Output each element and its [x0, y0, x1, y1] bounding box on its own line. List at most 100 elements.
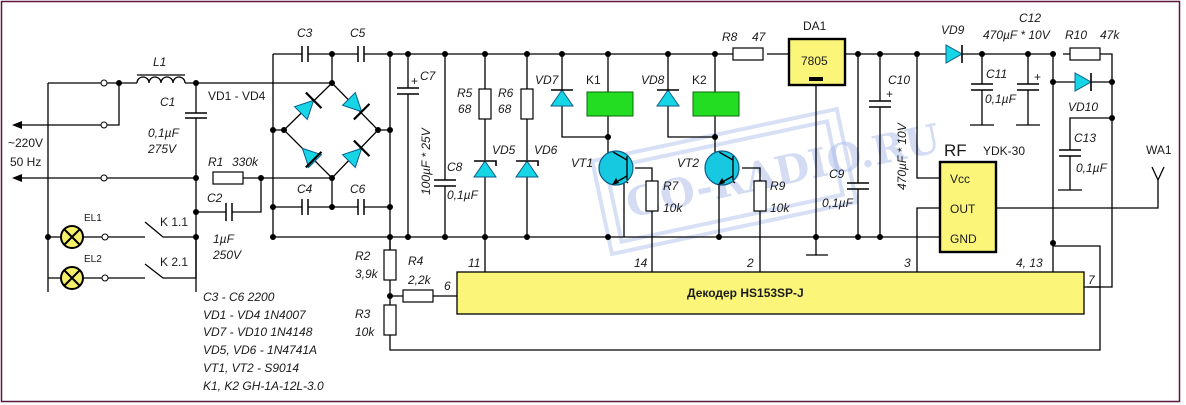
mains-input: ~220V 50 Hz	[8, 79, 196, 292]
rf-pin-gnd: GND	[950, 232, 977, 246]
r1-value: 330k	[232, 155, 259, 169]
c4-label: C4	[297, 182, 313, 196]
r8-value: 47	[752, 30, 767, 44]
r2-label: R2	[355, 249, 371, 263]
decoder-label: Декодер HS153SP-J	[687, 286, 804, 300]
relay-k2-stage: VD8 K2 VT2 R9 10k	[641, 51, 790, 272]
k1-label: K1	[586, 73, 601, 87]
c8-value: 0,1µF	[447, 188, 479, 202]
c10-plus: +	[886, 87, 893, 101]
k11-label: K 1.1	[160, 215, 188, 229]
diode-vd9: VD9	[935, 23, 1053, 64]
r10-label: R10	[1065, 28, 1087, 42]
c6-label: C6	[350, 182, 366, 196]
inductor-l1: L1	[136, 55, 186, 84]
r9-value: 10k	[770, 201, 790, 215]
decoder-pin-14: 14	[634, 256, 648, 270]
bom-list: C3 - C6 2200 VD1 - VD4 1N4007 VD7 - VD10…	[203, 290, 324, 393]
relay-contact-k11: K 1.1	[108, 215, 199, 240]
c8-label: C8	[447, 160, 463, 174]
da1-label: DA1	[803, 19, 827, 33]
bom-line: VD5, VD6 - 1N4741A	[203, 343, 317, 357]
r1-label: R1	[208, 155, 223, 169]
rf-pin-vcc: Vcc	[950, 172, 970, 186]
bridge-label: VD1 - VD4	[208, 89, 266, 103]
decoder-pin-4-13: 4, 13	[1016, 256, 1043, 270]
r4-value: 2,2k	[407, 273, 432, 287]
c2-label: C2	[207, 191, 223, 205]
wa1-label: WA1	[1146, 143, 1172, 157]
capacitor-c2: C2 1µF 250V	[193, 178, 262, 262]
vd10-label: VD10	[1068, 100, 1098, 114]
da1-part: 7805	[801, 54, 828, 68]
mains-freq-label: 50 Hz	[10, 155, 41, 169]
vd7-label: VD7	[535, 73, 560, 87]
rf-label: RF	[944, 141, 967, 160]
capacitor-c11: C11 0,1µF	[970, 51, 1017, 126]
diode-bridge: C3 C5 C4 C6	[270, 26, 393, 260]
c12-value: 470µF * 10V	[983, 28, 1051, 42]
vd6-label: VD6	[534, 143, 558, 157]
c9-label: C9	[829, 167, 845, 181]
rf-model: YDK-30	[983, 144, 1025, 158]
vd8-label: VD8	[641, 73, 665, 87]
vd9-label: VD9	[941, 23, 965, 37]
decoder-pin-7: 7	[1088, 273, 1096, 287]
el2-label: EL2	[84, 254, 102, 265]
c11-label: C11	[986, 67, 1007, 81]
capacitor-c9: C9 0,1µF	[822, 51, 869, 240]
decoder-pin-11: 11	[468, 256, 480, 270]
bom-line: VD7 - VD10 1N4148	[203, 325, 313, 339]
c3-label: C3	[297, 26, 313, 40]
c12-plus: +	[1034, 70, 1041, 84]
resistor-r8: R8 47	[722, 30, 767, 61]
antenna-wa1: WA1	[1146, 143, 1172, 182]
bom-line: VT1, VT2 - S9014	[203, 361, 299, 375]
c2-value: 1µF	[213, 232, 235, 246]
resistor-r6-zener-vd6: R6 68 VD6	[498, 51, 558, 240]
c7-label: C7	[420, 69, 437, 83]
c13-value: 0,1µF	[1076, 161, 1108, 175]
c1-rating: 275V	[147, 142, 177, 156]
r7-value: 10k	[663, 201, 683, 215]
regulator-da1: DA1 7805	[787, 19, 935, 256]
capacitor-c8: C8 0,1µF	[434, 51, 479, 240]
divider-r2-r3-r4: R2 3,9k R3 10k R4 2,2k	[355, 237, 1101, 351]
rf-module: RF YDK-30 Vcc OUT GND	[914, 51, 1159, 272]
k2-label: K2	[692, 73, 707, 87]
c13-label: C13	[1074, 131, 1096, 145]
vt2-label: VT2	[677, 156, 699, 170]
lamp-el1: EL1	[45, 213, 109, 249]
k21-label: K 2.1	[160, 255, 188, 269]
mains-voltage-label: ~220V	[8, 136, 43, 150]
decoder-pin-6: 6	[444, 279, 451, 293]
r4-label: R4	[408, 254, 424, 268]
relay-contact-k21: K 2.1	[108, 237, 197, 279]
decoder-pin-2: 2	[746, 256, 754, 270]
r10-value: 47k	[1100, 28, 1120, 42]
r3-value: 10k	[355, 325, 375, 339]
c5-label: C5	[350, 26, 366, 40]
decoder-pin-3: 3	[904, 256, 911, 270]
c9-value: 0,1µF	[822, 196, 854, 210]
vd5-label: VD5	[492, 143, 516, 157]
c7-value: 100µF * 25V	[419, 127, 433, 195]
capacitor-c10: + C10 470µF * 10V	[869, 51, 910, 240]
capacitor-c12: + C12 470µF * 10V	[983, 11, 1051, 126]
c1-label: C1	[160, 95, 175, 109]
c10-label: C10	[888, 73, 910, 87]
bom-line: VD1 - VD4 1N4007	[203, 308, 307, 322]
r6-value: 68	[498, 102, 512, 116]
c1-value: 0,1µF	[148, 126, 180, 140]
capacitor-c7: + C7 100µF * 25V	[397, 51, 437, 240]
c7-plus: +	[411, 74, 418, 88]
resistor-r1: R1 330k	[208, 155, 259, 185]
lamp-el2: EL2	[48, 254, 109, 290]
relay-k1-stage: VD7 K1 VT1 R7 10k	[535, 51, 683, 272]
r3-label: R3	[355, 307, 371, 321]
vt1-label: VT1	[571, 156, 593, 170]
r7-label: R7	[663, 179, 680, 193]
bom-line: K1, K2 GH-1A-12L-3.0	[203, 379, 324, 393]
